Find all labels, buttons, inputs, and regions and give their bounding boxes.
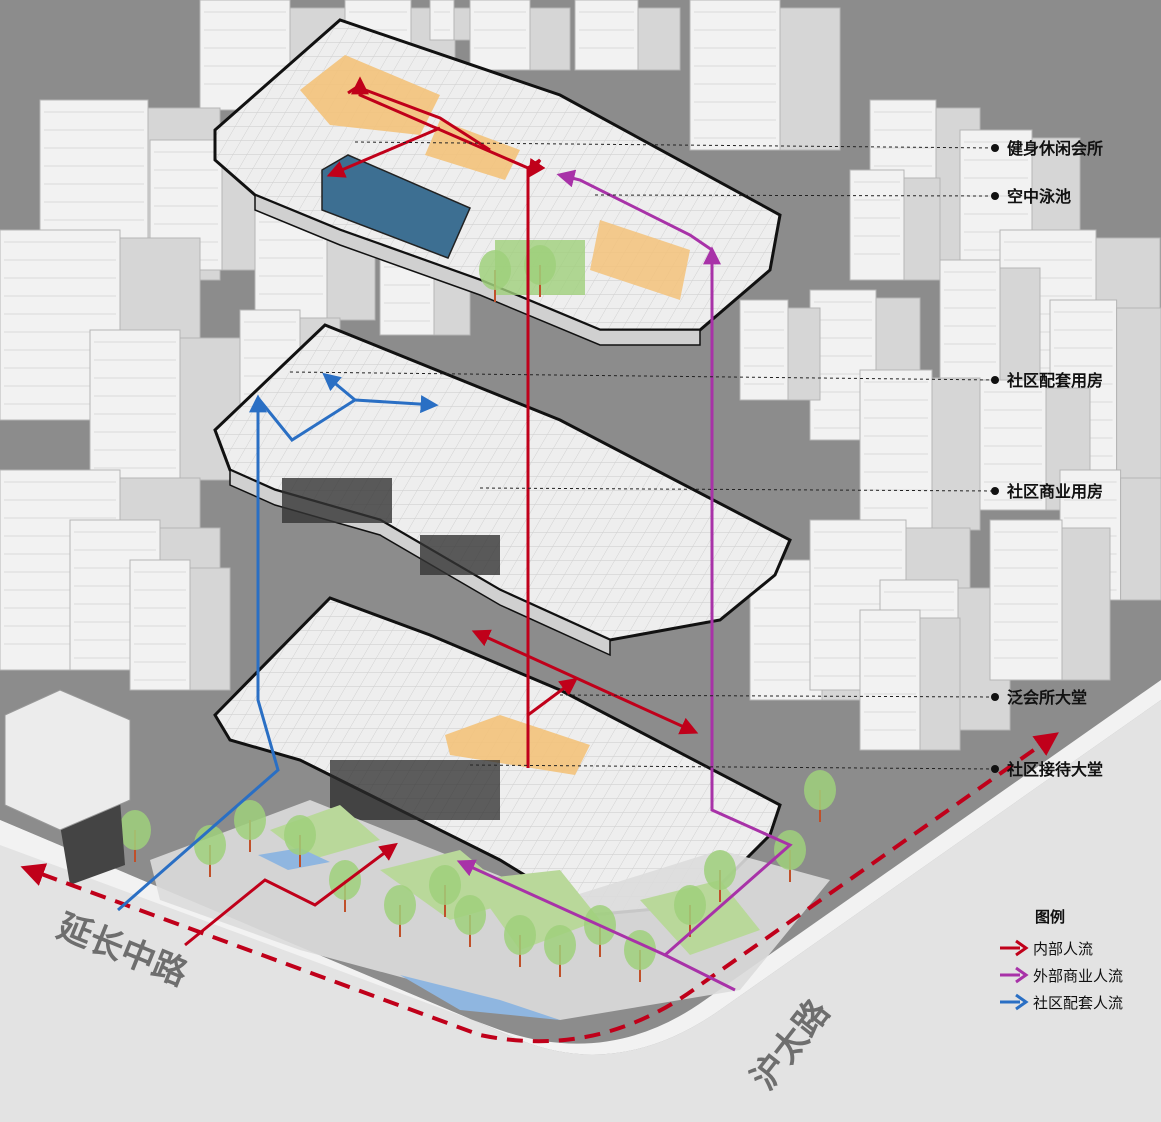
callout-label: 空中泳池 — [1007, 187, 1071, 206]
building-mass — [469, 0, 531, 71]
building-mass — [129, 559, 191, 691]
tree-canopy — [384, 885, 416, 925]
callout-label: 泛会所大堂 — [1007, 688, 1087, 707]
callout-label: 社区配套用房 — [1006, 371, 1103, 390]
callout-leader — [594, 194, 996, 197]
community-circulation — [117, 372, 439, 912]
building-mass — [739, 299, 789, 401]
building-mass — [89, 329, 181, 481]
building-mass — [849, 169, 905, 281]
tree-canopy — [454, 895, 486, 935]
tree-canopy — [674, 885, 706, 925]
callout-dot — [991, 487, 999, 495]
tree-canopy — [524, 245, 556, 285]
building-side — [787, 307, 821, 401]
tree-canopy — [504, 915, 536, 955]
building-mass — [574, 0, 639, 71]
building-mass — [979, 379, 1047, 511]
callout-leader — [354, 141, 996, 149]
callout-dot — [991, 376, 999, 384]
tree-canopy — [284, 815, 316, 855]
building-side — [453, 7, 471, 41]
tree-canopy — [704, 850, 736, 890]
legend-title: 图例 — [1035, 908, 1065, 926]
callout-dot — [991, 765, 999, 773]
tree-canopy — [804, 770, 836, 810]
building-side — [1116, 307, 1161, 491]
building-side — [931, 377, 981, 531]
building-side — [779, 7, 841, 151]
legend-item-label: 外部商业人流 — [1033, 967, 1123, 985]
building-mass — [689, 0, 781, 151]
building-mass — [859, 609, 921, 751]
lounge-zone — [590, 220, 690, 300]
building-mass — [859, 369, 933, 531]
building-mass — [429, 0, 455, 41]
shopfront-block — [420, 535, 500, 575]
building-side — [529, 7, 571, 71]
tree-canopy — [119, 810, 151, 850]
sky-pool — [321, 154, 471, 259]
tree-canopy — [479, 250, 511, 290]
tree-canopy — [429, 865, 461, 905]
callout-label: 健身休闲会所 — [1007, 139, 1103, 158]
building-side — [1120, 477, 1161, 601]
legend-item-label: 内部人流 — [1033, 940, 1093, 958]
building-mass — [989, 519, 1063, 681]
entrance-portals — [330, 760, 500, 820]
legend-arrowhead — [1015, 939, 1029, 957]
tree-canopy — [774, 830, 806, 870]
callout-dot — [991, 144, 999, 152]
building-side — [189, 567, 231, 691]
building-side — [903, 177, 941, 281]
callout-label: 社区商业用房 — [1006, 482, 1103, 501]
callout-leader — [559, 694, 996, 698]
tree-canopy — [544, 925, 576, 965]
legend-item-label: 社区配套人流 — [1033, 994, 1123, 1012]
building-side — [637, 7, 681, 71]
internal-circulation — [184, 76, 699, 947]
tree-canopy — [329, 860, 361, 900]
building-side — [1061, 527, 1111, 681]
callout-dot — [991, 693, 999, 701]
site-route-dashed — [20, 732, 1059, 1044]
shopfront-block — [282, 478, 392, 523]
callout-label: 社区接待大堂 — [1006, 760, 1103, 779]
callout-leader — [479, 487, 996, 492]
road-surface — [0, 700, 1161, 1122]
building-side — [919, 617, 961, 751]
legend-arrowhead — [1015, 993, 1029, 1011]
commercial-circulation — [456, 169, 793, 992]
building-side — [999, 267, 1041, 401]
callout-dot — [991, 192, 999, 200]
legend-arrowhead — [1015, 966, 1029, 984]
